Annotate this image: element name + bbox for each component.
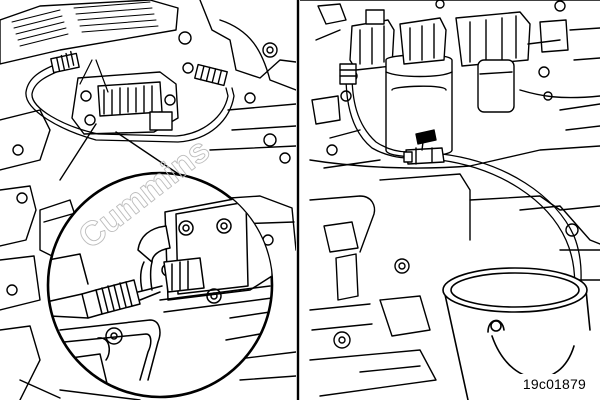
left-panel bbox=[0, 0, 296, 400]
upper-fitting bbox=[50, 50, 80, 74]
drain-hose bbox=[345, 73, 582, 297]
right-panel bbox=[300, 0, 600, 400]
filter-head-assembly bbox=[349, 9, 569, 158]
pump-fitting bbox=[182, 62, 228, 87]
figure-reference-code: 19c01879 bbox=[522, 376, 586, 392]
fuel-line bbox=[25, 61, 235, 143]
loosened-fitting bbox=[81, 279, 141, 319]
detail-magnifier: Cummins bbox=[46, 131, 274, 399]
drain-valve bbox=[403, 129, 445, 165]
fuel-pump bbox=[71, 71, 179, 135]
block-fins bbox=[11, 1, 159, 47]
